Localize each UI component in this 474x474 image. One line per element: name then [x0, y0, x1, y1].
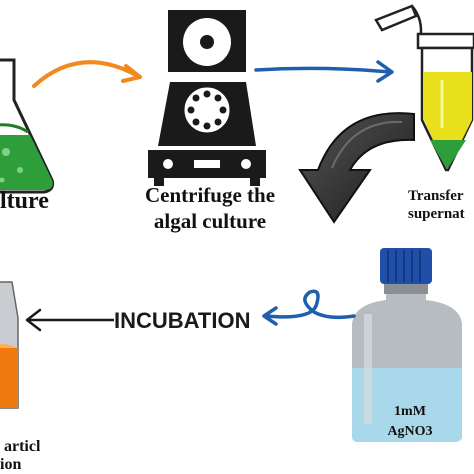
bottle-label-1: 1mM: [394, 404, 426, 419]
black-arrow-left: [25, 308, 114, 332]
incubation-label: INCUBATION: [114, 308, 251, 333]
blue-loop-arrow: [262, 289, 356, 326]
product-caption-2: ion: [0, 456, 22, 473]
blue-arrow-right: [254, 60, 394, 83]
centrifuge-icon: [148, 10, 266, 186]
curved-down-arrow-icon: [298, 112, 415, 224]
beaker-icon: [0, 281, 19, 409]
transfer-caption-1: Transfer: [408, 188, 464, 204]
reagent-bottle-icon: [352, 248, 462, 442]
orange-arrow: [32, 60, 142, 88]
centrifuge-caption-1: Centrifuge the: [144, 183, 276, 207]
product-caption-1: articl: [4, 438, 41, 455]
culture-label: lture: [0, 188, 49, 214]
transfer-caption-2: supernat: [408, 206, 465, 222]
centrifuge-caption-2: algal culture: [153, 209, 267, 233]
bottle-label-2: AgNO3: [387, 424, 433, 439]
flask-icon: [0, 58, 55, 194]
centrifuge-tube-icon: [374, 4, 474, 172]
